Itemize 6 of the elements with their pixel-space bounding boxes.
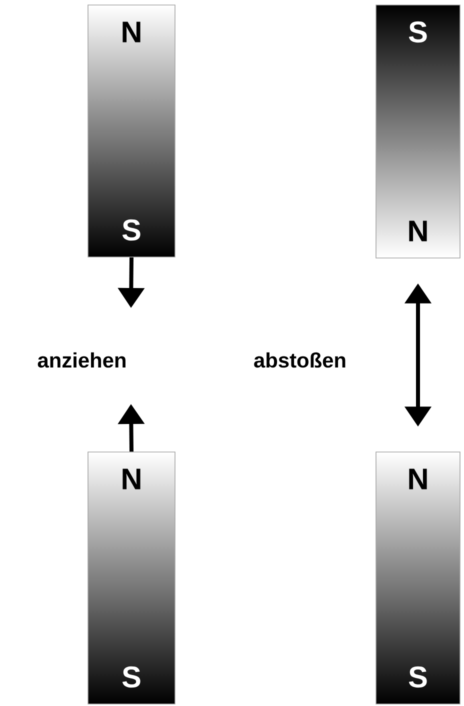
magnet: N S — [376, 452, 460, 704]
magnet: N S — [88, 452, 176, 704]
label: abstoßen — [254, 352, 346, 368]
magnet: N S — [88, 4, 176, 258]
magnet: S N — [376, 4, 460, 258]
label: anziehen — [38, 352, 126, 368]
